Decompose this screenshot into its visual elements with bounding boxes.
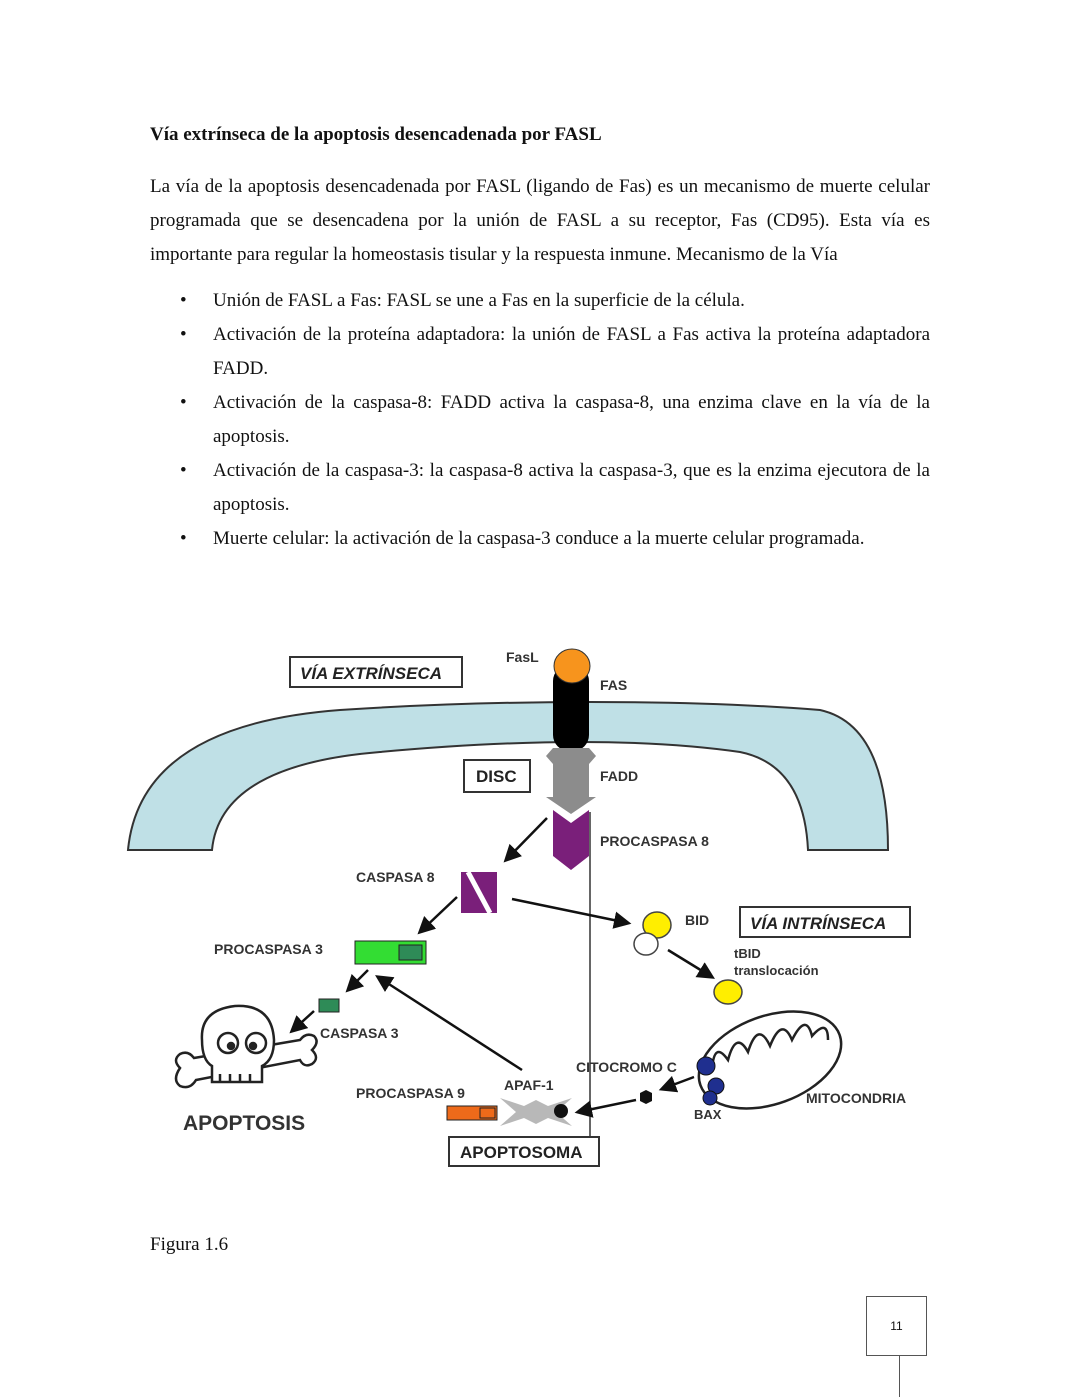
procaspasa8-shape — [553, 810, 589, 870]
apoptosoma-label: APOPTOSOMA — [460, 1143, 582, 1162]
apaf1-complex — [500, 1098, 572, 1126]
caspasa8-cleavage-line — [465, 870, 493, 915]
section-heading: Vía extrínseca de la apoptosis desencade… — [150, 124, 602, 145]
procaspasa3-label: PROCASPASA 3 — [214, 941, 323, 957]
list-item: • Unión de FASL a Fas: FASL se une a Fas … — [150, 284, 930, 318]
arrow-apoptosoma-to-procasp3 — [375, 975, 523, 1072]
list-item-text: Muerte celular: la activación de la casp… — [213, 528, 865, 549]
translocacion-label: translocación — [734, 963, 819, 978]
arrow-casp3-to-apoptosis — [289, 1010, 315, 1034]
mitocondria-label: MITOCONDRIA — [806, 1090, 906, 1106]
list-item: • Muerte celular: la activación de la cas… — [150, 522, 930, 556]
bax-label: BAX — [694, 1107, 722, 1122]
bullet-icon: • — [180, 290, 187, 311]
tbid-label: tBID — [734, 946, 761, 961]
list-item-text: Activación de la caspasa-8: FADD activa … — [213, 392, 930, 447]
apoptosoma-core — [554, 1104, 568, 1118]
bullet-icon: • — [180, 460, 187, 481]
tbid-molecule — [713, 979, 743, 1005]
citocromo-molecule — [640, 1090, 652, 1104]
bullet-icon: • — [180, 392, 187, 413]
list-item: • Activación de la caspasa-8: FADD activa… — [150, 386, 930, 454]
caspasa3-shape — [318, 998, 340, 1013]
arrow-bid-to-tbid — [667, 948, 715, 979]
page-number: 11 — [890, 1319, 903, 1333]
arrow-citocromo-to-apoptosoma — [574, 1098, 637, 1118]
fadd-label: FADD — [600, 768, 638, 784]
caspasa8-label: CASPASA 8 — [356, 869, 435, 885]
bax-protein — [696, 1056, 725, 1106]
procaspasa9-prodomain — [479, 1107, 496, 1119]
mitochondria-icon — [697, 1010, 843, 1110]
fasl-ligand — [553, 648, 591, 684]
bullet-icon: • — [180, 528, 187, 549]
arrow-procasp8-to-casp8 — [503, 817, 548, 863]
via-intrinseca-box — [739, 906, 911, 938]
via-extrinseca-box — [289, 656, 463, 688]
bullet-icon: • — [180, 324, 187, 345]
fas-label: FAS — [600, 677, 627, 693]
procaspasa3-prodomain — [398, 944, 423, 961]
caspasa3-label: CASPASA 3 — [320, 1025, 399, 1041]
apoptosis-label: APOPTOSIS — [183, 1112, 305, 1135]
disc-label: DISC — [476, 767, 517, 786]
list-item: • Activación de la proteína adaptadora: l… — [150, 318, 930, 386]
fadd-adaptor — [546, 748, 596, 814]
bid-molecule-fragment — [633, 932, 659, 956]
apaf1-label: APAF-1 — [504, 1077, 554, 1093]
intro-paragraph: La vía de la apoptosis desencadenada por… — [150, 176, 930, 265]
fasl-label: FasL — [506, 649, 539, 665]
arrow-casp8-to-bid — [511, 897, 632, 929]
figure-caption: Figura 1.6 — [150, 1234, 229, 1255]
mechanism-list: • Unión de FASL a Fas: FASL se une a Fas … — [150, 284, 930, 556]
fas-receptor — [553, 665, 589, 751]
list-item-text: Activación de la proteína adaptadora: la… — [213, 324, 930, 379]
via-extrinseca-label: VÍA EXTRÍNSECA — [300, 664, 442, 683]
procaspasa9-label: PROCASPASA 9 — [356, 1085, 465, 1101]
page-number-box: 11 — [866, 1296, 927, 1356]
skull-icon — [174, 1004, 318, 1089]
arrow-mito-to-citocromo — [658, 1075, 695, 1093]
via-intrinseca-label: VÍA INTRÍNSECA — [750, 914, 886, 933]
bid-molecule — [642, 911, 672, 939]
page-number-line — [899, 1356, 900, 1397]
cell-membrane — [126, 700, 890, 851]
apoptosoma-box — [448, 1136, 600, 1167]
arrow-casp8-to-procasp3 — [417, 896, 458, 935]
arrow-procasp3-to-casp3 — [345, 969, 369, 993]
bid-label: BID — [685, 912, 709, 928]
list-item-text: Unión de FASL a Fas: FASL se une a Fas e… — [213, 290, 745, 311]
list-item: • Activación de la caspasa-3: la caspasa-… — [150, 454, 930, 522]
citocromo-label: CITOCROMO C — [576, 1059, 677, 1075]
procaspasa8-label: PROCASPASA 8 — [600, 833, 709, 849]
disc-box — [463, 759, 531, 793]
list-item-text: Activación de la caspasa-3: la caspasa-8… — [213, 460, 930, 515]
